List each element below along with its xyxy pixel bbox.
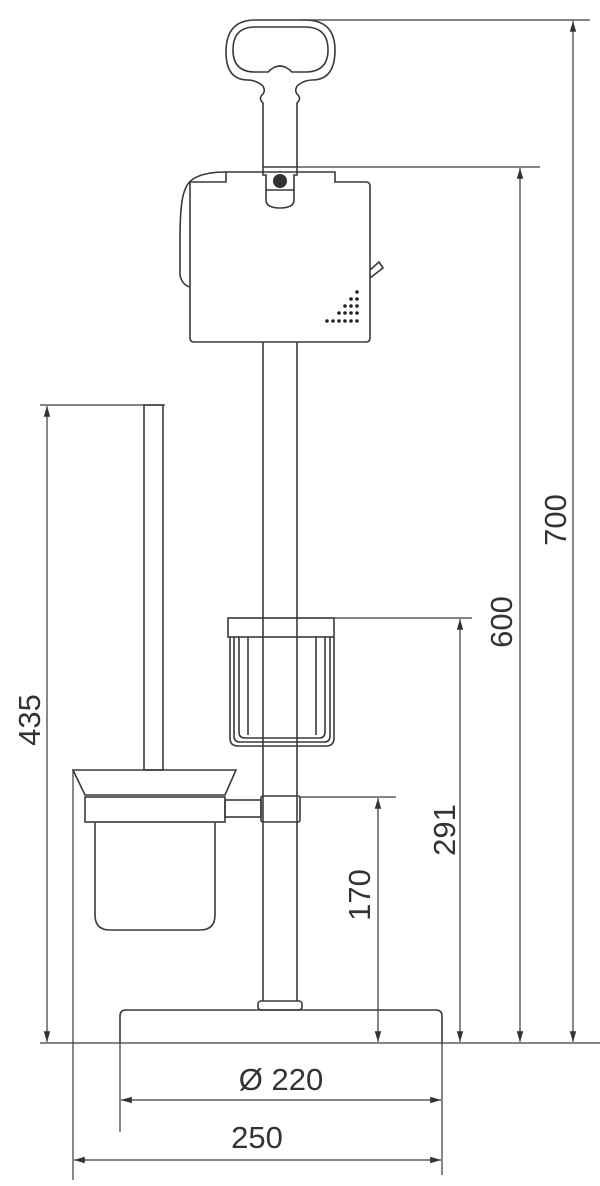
- base-plate: [119, 1009, 443, 1043]
- dim-700: 700: [300, 19, 590, 1042]
- dim-220: Ø 220: [119, 1043, 443, 1175]
- paper-holder: [179, 166, 385, 343]
- dot-pattern: [325, 290, 359, 323]
- dim-170: 170: [300, 796, 396, 1042]
- clamp: [262, 166, 298, 209]
- wire-basket: [227, 617, 335, 747]
- pole-foot-collar: [257, 1000, 303, 1011]
- dim-435: 435: [12, 404, 165, 1042]
- dim-label-250: 250: [231, 1120, 283, 1155]
- dim-label-700: 700: [538, 494, 573, 546]
- dim-label-600: 600: [484, 596, 519, 648]
- dim-600: 600: [297, 166, 540, 1042]
- dim-291: 291: [334, 617, 472, 1042]
- dim-label-170: 170: [342, 869, 377, 921]
- dim-label-220: Ø 220: [239, 1062, 323, 1097]
- screw-icon: [273, 174, 287, 188]
- dim-label-291: 291: [427, 804, 462, 856]
- dim-label-435: 435: [12, 694, 47, 746]
- toilet-brush: [71, 404, 301, 931]
- dim-250: 250: [72, 770, 441, 1180]
- top-handle: [225, 19, 336, 167]
- pole: [262, 342, 298, 1001]
